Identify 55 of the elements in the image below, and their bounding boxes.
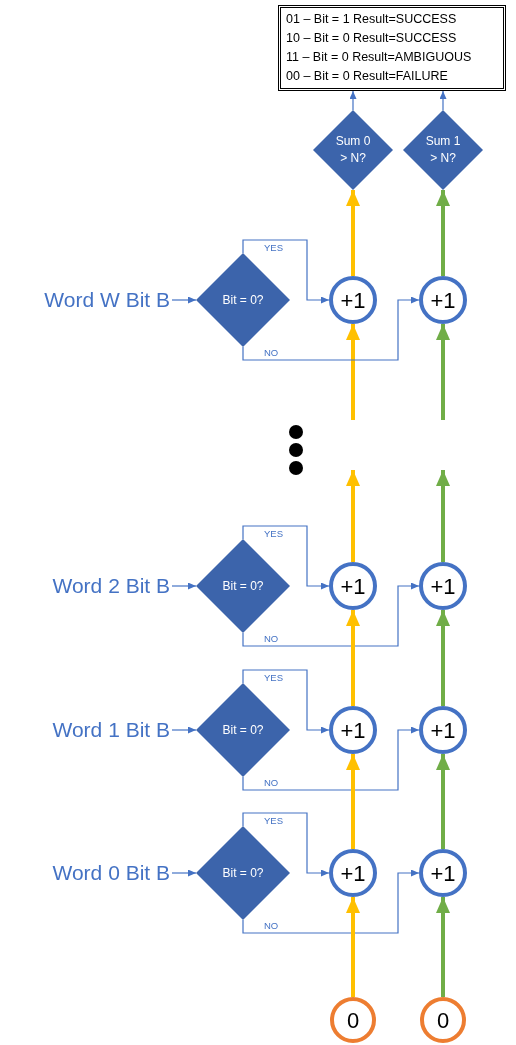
counter-arrow (436, 754, 450, 849)
flow-arrow (242, 239, 330, 304)
decision-text: Bit = 0? (222, 291, 264, 309)
decision-diamond (196, 683, 290, 777)
edge-label: NO (263, 777, 280, 788)
counter-arrow (346, 190, 360, 276)
decision-diamond (196, 826, 290, 920)
decision-text: Sum 0 > N? (334, 133, 372, 167)
counter-arrow (436, 190, 450, 276)
flow-arrow (242, 582, 420, 647)
input-label: Word 2 Bit B (8, 570, 172, 602)
input-label: Word 0 Bit B (8, 857, 172, 889)
decision-text: Bit = 0? (222, 864, 264, 882)
edge-label: NO (263, 347, 280, 358)
edge-label: YES (263, 815, 284, 826)
decision-diamond (313, 110, 393, 190)
counter-arrow (436, 897, 450, 997)
counter-arrow (346, 754, 360, 849)
flow-arrow (242, 669, 330, 734)
decision-text: Sum 1 > N? (424, 133, 462, 167)
counter-arrow (436, 610, 450, 706)
result-rule-text: 10 – Bit = 0 Result=SUCCESS (286, 30, 458, 47)
counter-arrow (346, 324, 360, 420)
flow-arrow (242, 296, 420, 361)
edge-label: YES (263, 528, 284, 539)
edge-label: NO (263, 633, 280, 644)
flow-arrow (439, 90, 447, 111)
decision-text: Bit = 0? (222, 577, 264, 595)
decision-diamond (196, 539, 290, 633)
decision-text: Bit = 0? (222, 721, 264, 739)
result-rule-text: 00 – Bit = 0 Result=FAILURE (286, 68, 449, 85)
flow-arrow (171, 726, 197, 734)
flow-arrow (171, 869, 197, 877)
counter-arrow (346, 897, 360, 997)
input-label: Word W Bit B (8, 284, 172, 316)
flow-arrow (171, 582, 197, 590)
flow-arrow (171, 296, 197, 304)
edge-label: YES (263, 242, 284, 253)
counter-arrow (346, 610, 360, 706)
flow-arrow (242, 525, 330, 590)
counter-arrow (436, 470, 450, 562)
result-rule-text: 01 – Bit = 1 Result=SUCCESS (286, 11, 458, 28)
flow-arrow (349, 90, 357, 111)
flow-arrow (242, 726, 420, 791)
edge-label: YES (263, 672, 284, 683)
decision-diamond (403, 110, 483, 190)
result-rule-text: 11 – Bit = 0 Result=AMBIGUOUS (286, 49, 473, 66)
flow-arrow (242, 869, 420, 934)
flow-arrow (242, 812, 330, 877)
counter-arrow (346, 470, 360, 562)
edge-label: NO (263, 920, 280, 931)
result-legend-box (278, 5, 506, 91)
decision-diamond (196, 253, 290, 347)
counter-arrow (436, 324, 450, 420)
input-label: Word 1 Bit B (8, 714, 172, 746)
